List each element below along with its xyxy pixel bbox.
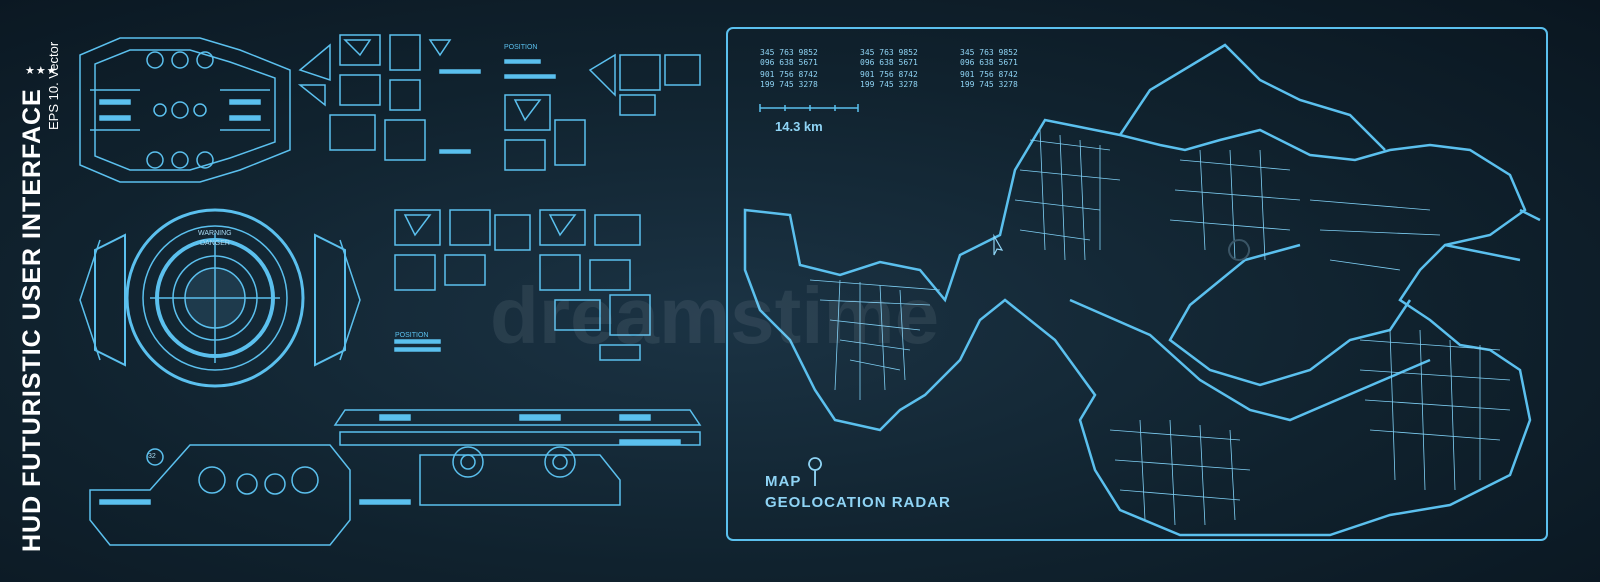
coord-line: 096 638 5671 (960, 58, 1018, 67)
hud-blocks-middle (394, 209, 651, 361)
hud-radar-dial (79, 208, 361, 388)
cursor-icon (993, 233, 1004, 256)
hud-panel-bottom (89, 409, 702, 546)
coord-line: 345 763 9852 (960, 48, 1018, 57)
coord-line: 901 756 8742 (960, 70, 1018, 79)
coord-line: 096 638 5671 (860, 58, 918, 67)
map-title: MAP (765, 473, 802, 490)
scale-ticks (759, 104, 859, 112)
city-map (743, 43, 1541, 537)
coord-line: 199 745 3278 (860, 80, 918, 89)
dial-number: 32 (148, 453, 156, 460)
scale-label: 14.3 km (775, 119, 823, 134)
warning-label: WARNING (198, 230, 232, 237)
hud-blocks-top-right (504, 53, 701, 171)
rating-stars: ★★★ (25, 65, 58, 77)
coord-line: 096 638 5671 (760, 58, 818, 67)
watermark: dreamstime (490, 271, 940, 360)
position-label-top: POSITION (504, 44, 538, 51)
coord-line: 199 745 3278 (960, 80, 1018, 89)
map-frame (726, 27, 1548, 541)
map-pin-icon (808, 457, 822, 487)
coord-line: 901 756 8742 (760, 70, 818, 79)
coord-line: 345 763 9852 (760, 48, 818, 57)
position-label-mid: POSITION (395, 332, 429, 339)
danger-label: DANGER (200, 240, 230, 247)
coord-line: 345 763 9852 (860, 48, 918, 57)
coord-line: 199 745 3278 (760, 80, 818, 89)
map-subtitle: GEOLOCATION RADAR (765, 494, 951, 511)
coord-line: 901 756 8742 (860, 70, 918, 79)
hud-panel-top-left (79, 37, 291, 183)
hud-blocks-top (297, 34, 481, 161)
